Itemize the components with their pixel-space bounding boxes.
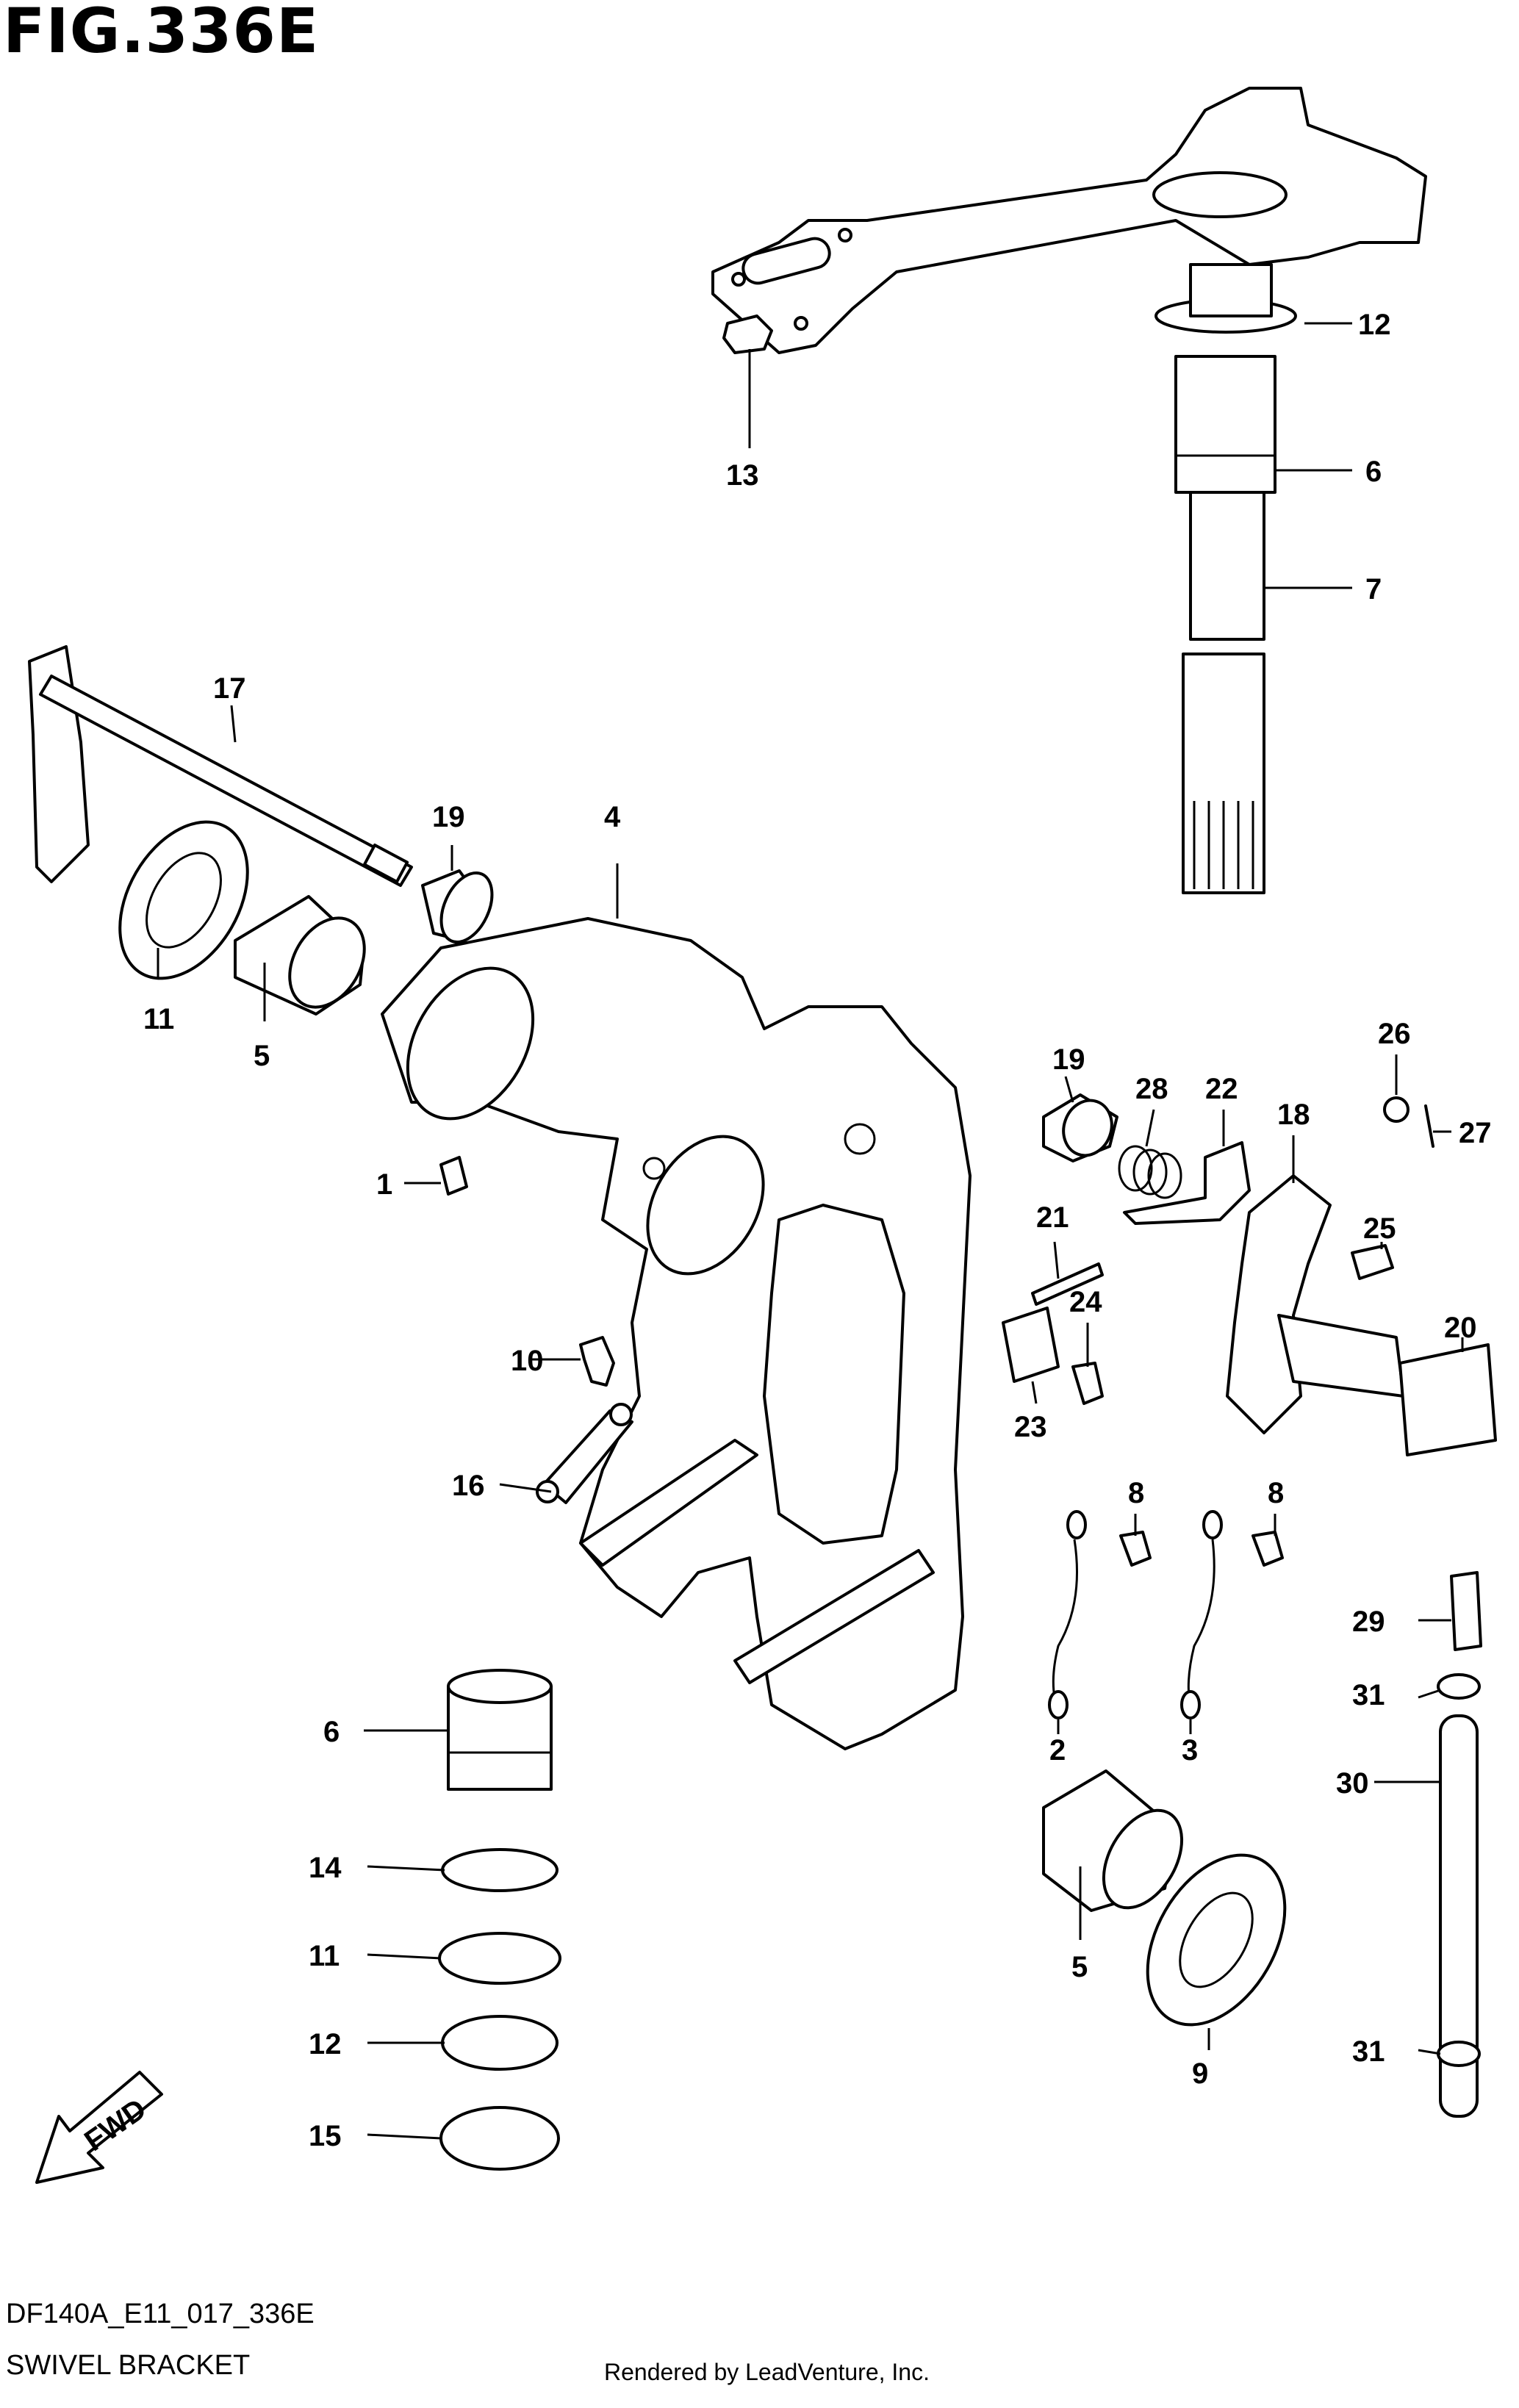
callout-21: 21	[1036, 1201, 1069, 1234]
callout-4: 4	[604, 801, 621, 833]
figure-title: FIG.336E	[3, 0, 320, 67]
callout-7: 7	[1365, 573, 1382, 605]
render-credit: Rendered by LeadVenture, Inc.	[604, 2359, 930, 2385]
callout-10: 11	[309, 1940, 340, 1972]
hose-30	[1439, 1714, 1479, 2118]
bush-5-right	[1042, 1769, 1184, 1912]
callout-2: 2	[1049, 1734, 1066, 1767]
nut-25	[1351, 1244, 1394, 1280]
callout-17: 17	[213, 672, 246, 705]
tilt-rod-17	[28, 645, 413, 887]
steering-arm-assembly	[711, 87, 1427, 354]
callout-23: 23	[1014, 1411, 1047, 1443]
washer-14	[441, 1848, 559, 1892]
model-code: DF140A_E11_017_336E	[6, 2299, 315, 2329]
callout-13: 13	[726, 459, 759, 492]
callout-12-top: 12	[1358, 309, 1391, 341]
figure-name: SWIVEL BRACKET	[6, 2350, 251, 2381]
screw-8-left	[1119, 1531, 1152, 1567]
callout-labels: 12 6 7 13 17 19 4 11 5 1 10 16 19 28 22 …	[143, 309, 1492, 2152]
washer-10	[438, 1932, 561, 1985]
screw-24	[1071, 1362, 1104, 1405]
callout-16: 16	[452, 1470, 485, 1502]
pin-27	[1424, 1104, 1434, 1148]
callout-11-right: 9	[1192, 2057, 1208, 2090]
circlip-15	[439, 2106, 560, 2171]
callout-28: 28	[1135, 1073, 1168, 1105]
bush-6-bottom	[447, 1669, 553, 1791]
washer-26	[1383, 1096, 1410, 1123]
callout-11-left: 11	[143, 1003, 174, 1035]
callout-20: 20	[1444, 1312, 1477, 1344]
callout-5-right: 5	[1071, 1951, 1088, 1983]
bush-19-right	[1042, 1093, 1118, 1162]
plate-23	[1002, 1307, 1060, 1383]
callout-27: 27	[1459, 1117, 1492, 1149]
callout-1: 1	[376, 1168, 392, 1201]
grip-20	[1398, 1343, 1497, 1456]
spring-21	[1031, 1262, 1104, 1306]
fwd-arrow	[35, 2071, 163, 2184]
spring-28	[1118, 1145, 1182, 1199]
callout-29: 29	[1352, 1606, 1385, 1638]
steering-shaft	[1154, 263, 1297, 894]
callout-8-left: 8	[1128, 1477, 1144, 1509]
clip-31-bottom	[1437, 2041, 1481, 2067]
callout-19-right: 19	[1052, 1043, 1085, 1076]
callout-3: 3	[1182, 1734, 1198, 1767]
bush-19-left	[421, 869, 494, 944]
callout-9: 10	[511, 1345, 544, 1377]
callout-14: 14	[309, 1852, 342, 1884]
callout-8-right: 8	[1268, 1477, 1284, 1509]
leader-lines	[157, 322, 1464, 2140]
fitting-29	[1450, 1571, 1482, 1651]
lever-18	[1226, 1174, 1405, 1434]
callout-31-top: 31	[1352, 1679, 1385, 1711]
washer-12-bottom	[441, 2015, 559, 2071]
callout-31-bottom: 31	[1352, 2035, 1385, 2068]
plug-13	[722, 315, 773, 354]
callout-6-bottom: 6	[323, 1716, 340, 1748]
grease-nipple-1	[439, 1156, 468, 1196]
lever-22	[1123, 1141, 1251, 1225]
bush-6-top	[1174, 355, 1276, 494]
callout-12-bottom: 12	[309, 2028, 342, 2060]
callout-30: 30	[1336, 1767, 1369, 1800]
swivel-bracket-body	[381, 917, 972, 1750]
callout-24: 24	[1069, 1286, 1102, 1318]
lead-wire-3	[1180, 1510, 1223, 1719]
screw-9	[579, 1336, 615, 1387]
callout-22: 22	[1205, 1073, 1238, 1105]
callout-19-left: 19	[432, 801, 465, 833]
callout-26: 26	[1378, 1018, 1411, 1050]
clip-31-top	[1437, 1673, 1481, 1700]
washer-11-right	[1146, 1853, 1287, 2027]
callout-25: 25	[1363, 1212, 1396, 1245]
screw-8-right	[1252, 1531, 1284, 1567]
callout-5-left: 5	[254, 1040, 270, 1072]
callout-6-top: 6	[1365, 456, 1382, 488]
callout-18: 18	[1277, 1099, 1310, 1131]
lead-wire-2	[1048, 1510, 1087, 1719]
bush-5-left	[234, 895, 366, 1016]
callout-15: 15	[309, 2120, 342, 2152]
